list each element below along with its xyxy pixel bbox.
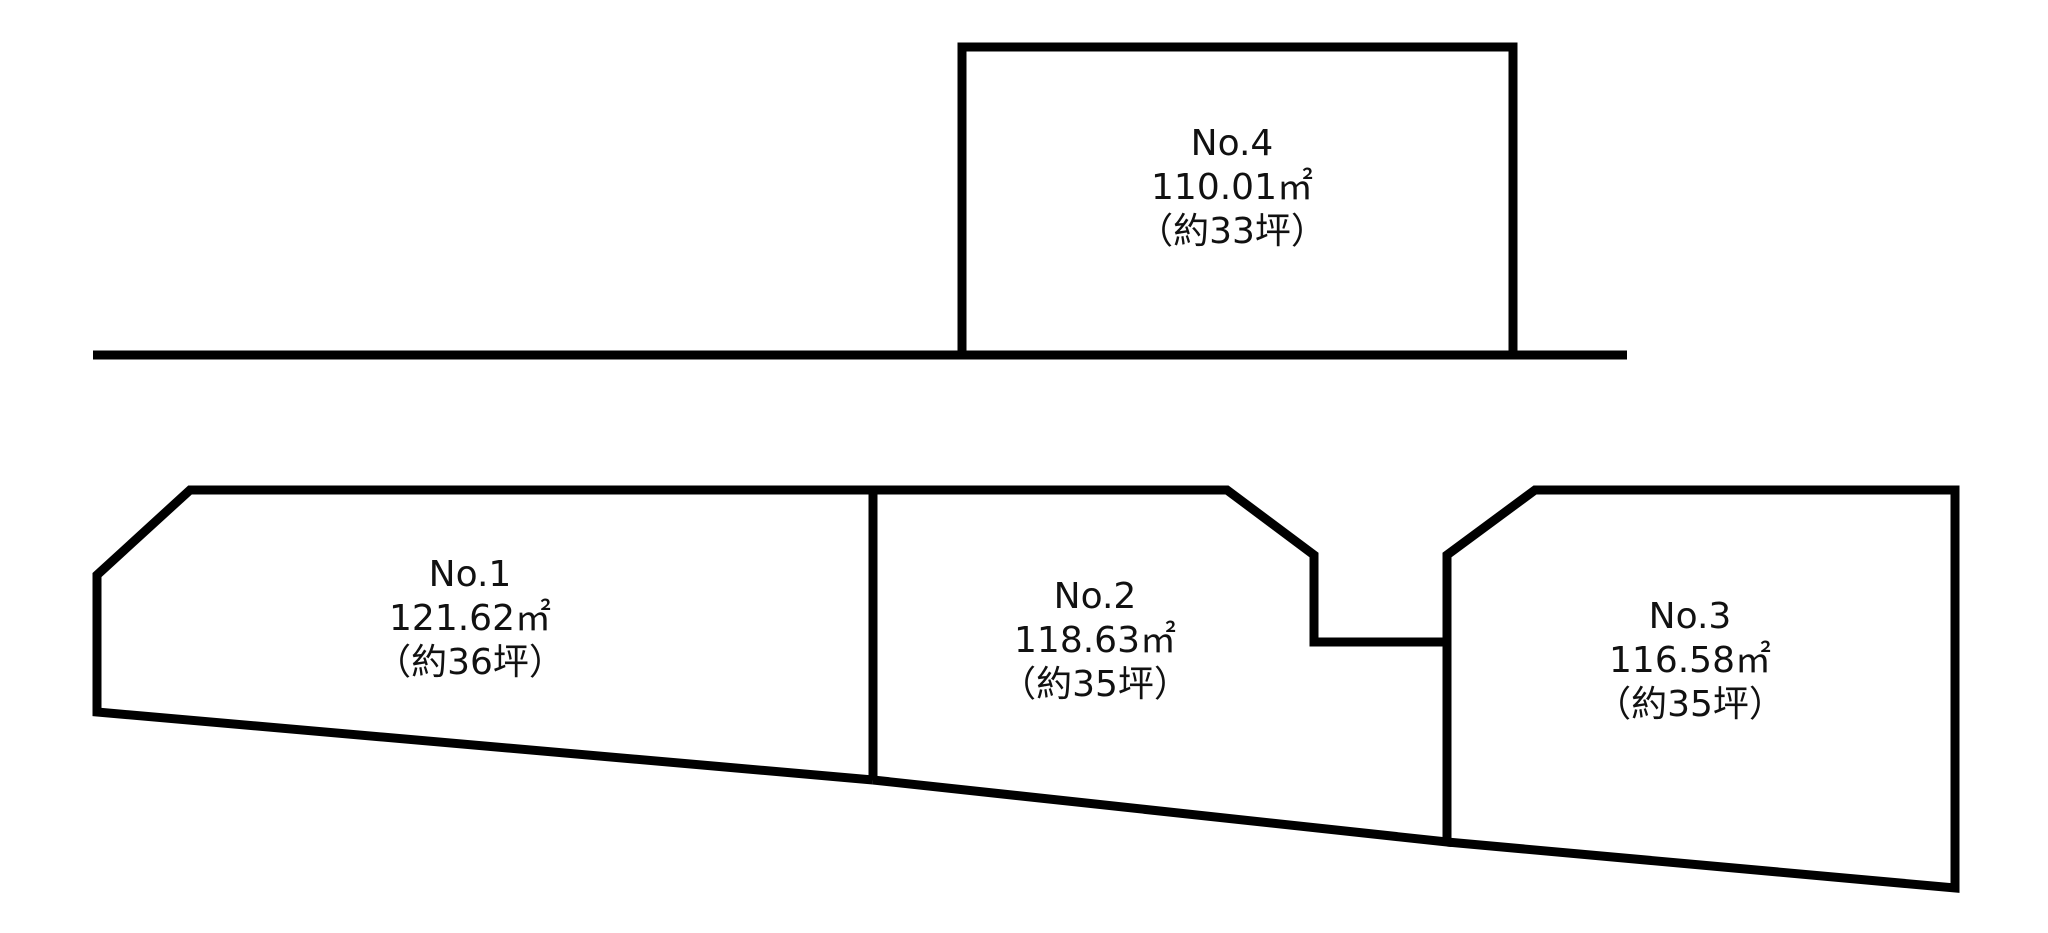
- lot-2-label: No.2 118.63㎡ （約35坪）: [1000, 576, 1190, 705]
- lot-2-area: 118.63㎡: [1014, 619, 1176, 661]
- lot-4-tsubo: （約33坪）: [1137, 211, 1327, 252]
- lot-3-outline: [1442, 485, 1960, 893]
- lot-1-outline: [92, 485, 878, 785]
- lot-2-number: No.2: [1054, 576, 1137, 617]
- lot-3-number: No.3: [1649, 596, 1732, 637]
- lot-4-area: 110.01㎡: [1151, 166, 1313, 208]
- lot-1-number: No.1: [429, 554, 512, 595]
- lot-1-tsubo: （約36坪）: [375, 642, 565, 683]
- lot-1-label: No.1 121.62㎡ （約36坪）: [375, 554, 565, 683]
- lot-4-label: No.4 110.01㎡ （約33坪）: [1137, 123, 1327, 252]
- lot-2-tsubo: （約35坪）: [1000, 664, 1190, 705]
- lot-1-area: 121.62㎡: [389, 597, 551, 639]
- lot-3-tsubo: （約35坪）: [1595, 684, 1785, 725]
- lot-4-outline: [957, 42, 1518, 355]
- lot-3-label: No.3 116.58㎡ （約35坪）: [1595, 596, 1785, 725]
- lot-3-area: 116.58㎡: [1609, 639, 1771, 681]
- lot-4-number: No.4: [1191, 123, 1274, 164]
